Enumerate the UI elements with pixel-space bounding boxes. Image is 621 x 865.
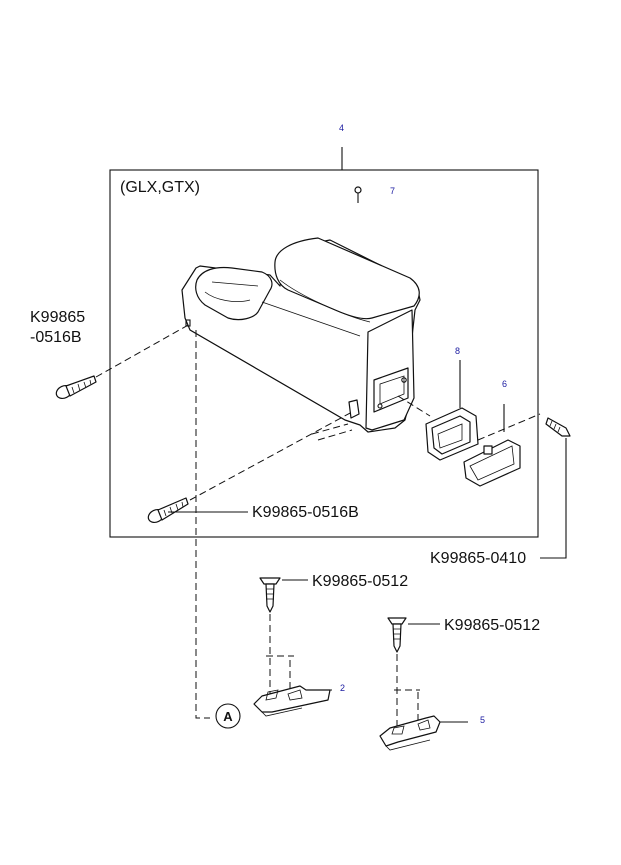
screw-bracket-left: [259, 577, 281, 613]
leader-screw-left: [95, 323, 191, 378]
screw-bottom: [147, 497, 189, 524]
ref-6: 6: [502, 379, 507, 389]
leader-a: [195, 330, 210, 719]
part-screw-bottom: K99865-0516B: [252, 504, 359, 521]
bracket-part-2: [253, 685, 331, 717]
bracket-part-5: [379, 715, 441, 751]
bezel-part-8: [425, 407, 479, 461]
leader-screw-bottom: [189, 411, 353, 501]
ref-5: 5: [480, 715, 485, 725]
screw-left: [55, 375, 97, 400]
assembly-frame: [109, 169, 539, 538]
screw-7: [354, 186, 362, 203]
ref-2: 2: [340, 683, 345, 693]
leader-bezel: [397, 395, 431, 417]
tray-part-6: [463, 439, 521, 487]
circle-a: [215, 703, 241, 729]
leader-screw-right: [540, 438, 567, 559]
part-screw-right: K99865-0410: [430, 550, 526, 567]
console-body: [181, 237, 421, 433]
part-screw-bracket-right: K99865-0512: [444, 617, 540, 634]
leader-tray: [477, 413, 541, 441]
ref-4: 4: [339, 123, 344, 133]
part-screw-left-line1: K99865: [30, 309, 85, 326]
part-screw-left-line2: -0516B: [30, 329, 82, 346]
screw-bracket-right: [387, 617, 407, 653]
variant-label: (GLX,GTX): [120, 179, 200, 196]
screw-right: [545, 417, 571, 437]
ref-7: 7: [390, 186, 395, 196]
part-screw-bracket-left: K99865-0512: [312, 573, 408, 590]
ref-8: 8: [455, 346, 460, 356]
circle-a-label: A: [223, 709, 233, 724]
